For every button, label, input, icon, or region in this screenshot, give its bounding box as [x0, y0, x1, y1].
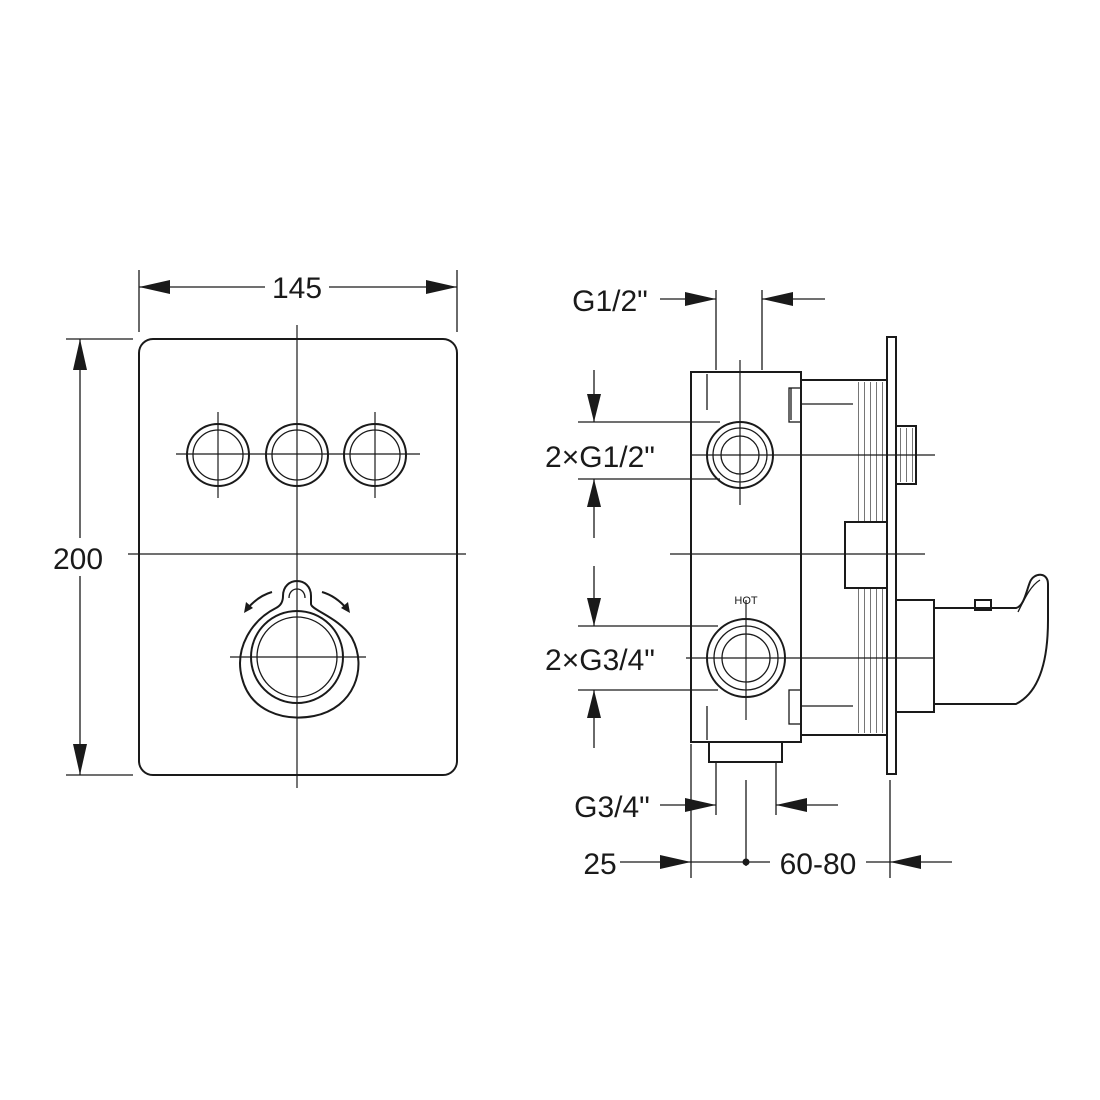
lower-inlet-dimension: 2×G3/4" — [545, 566, 718, 748]
depth-adjust-label: 60-80 — [780, 848, 857, 881]
side-view: HOT — [545, 285, 1049, 881]
threaded-housing — [801, 379, 888, 736]
front-view: 145 200 — [53, 270, 466, 788]
bottom-outlet — [708, 741, 783, 763]
cover-plate — [138, 338, 458, 776]
hot-label: HOT — [734, 595, 758, 607]
knurled-knob — [895, 425, 917, 485]
push-button-left — [186, 412, 250, 498]
width-dimension-label: 145 — [272, 272, 322, 305]
lower-inlet-label: 2×G3/4" — [545, 644, 655, 677]
bottom-outlet-label: G3/4" — [574, 791, 650, 824]
height-dimension-label: 200 — [53, 543, 103, 576]
top-connection-dimension: G1/2" — [572, 285, 825, 318]
lower-inlet: HOT — [686, 595, 935, 720]
thermostat-handle — [239, 580, 360, 719]
wall-plate-edge — [886, 336, 897, 775]
top-connection-label: G1/2" — [572, 285, 648, 318]
push-button-right — [343, 412, 407, 498]
depth-body-label: 25 — [583, 848, 616, 881]
handle-side-profile — [895, 573, 1049, 713]
depth-dimension: 25 60-80 — [583, 744, 952, 881]
upper-inlet — [690, 360, 935, 505]
height-dimension: 200 — [53, 338, 133, 776]
upper-inlet-label: 2×G1/2" — [545, 441, 655, 474]
push-button-middle — [265, 423, 329, 487]
upper-inlet-dimension: 2×G1/2" — [545, 370, 720, 538]
width-dimension: 145 — [138, 270, 458, 332]
bottom-outlet-dimension: G3/4" — [574, 791, 838, 824]
